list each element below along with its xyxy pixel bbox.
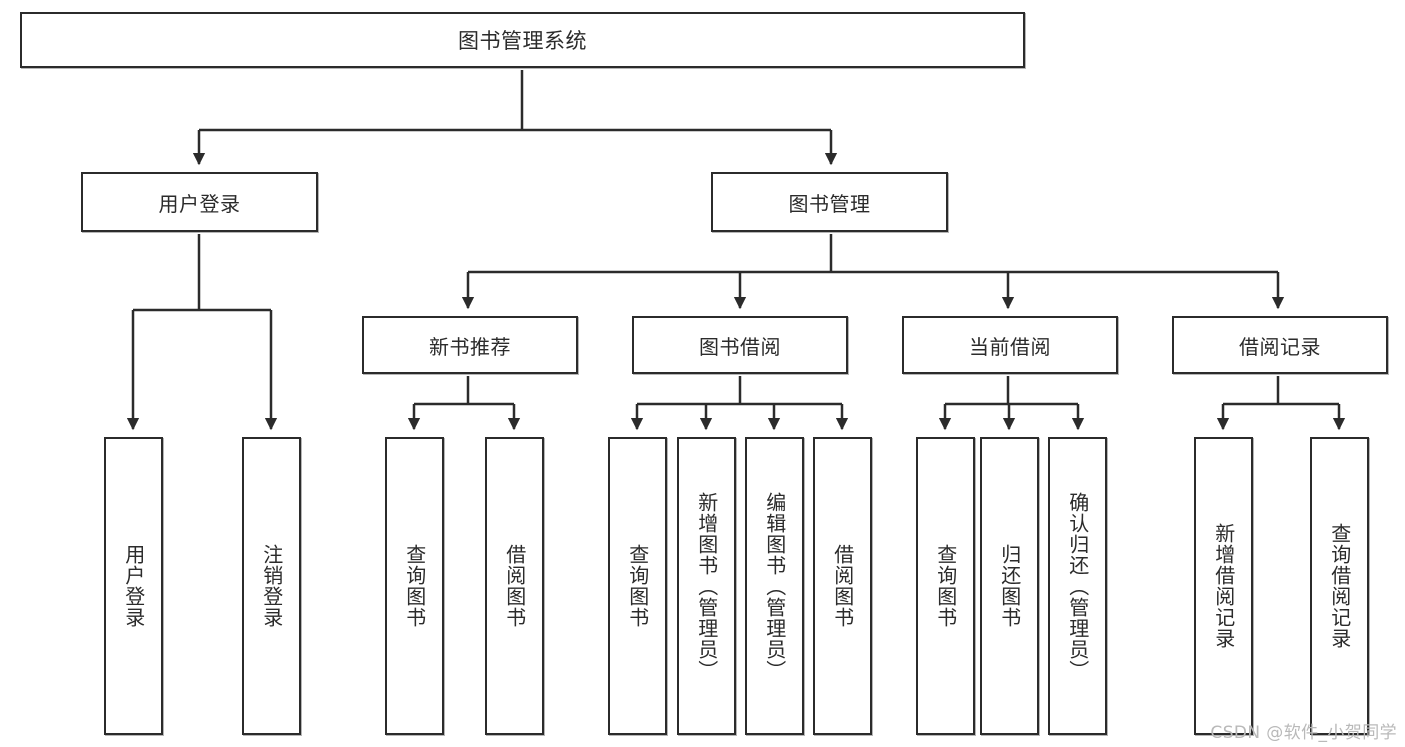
node-leaf-borrow-book-2-label: 借阅图书	[830, 544, 855, 628]
node-borrow-record[interactable]: 借阅记录	[1172, 316, 1388, 374]
node-current-borrow[interactable]: 当前借阅	[902, 316, 1118, 374]
node-leaf-add-book-label: 新增图书（管理员）	[694, 491, 719, 681]
node-leaf-return-book-label: 归还图书	[997, 544, 1022, 628]
node-leaf-return-book[interactable]: 归还图书	[980, 437, 1039, 735]
node-book-manage[interactable]: 图书管理	[711, 172, 948, 232]
node-new-book-recommend-label: 新书推荐	[429, 334, 511, 359]
node-book-borrow[interactable]: 图书借阅	[632, 316, 848, 374]
node-leaf-query-book-2[interactable]: 查询图书	[608, 437, 667, 735]
node-root[interactable]: 图书管理系统	[20, 12, 1025, 68]
node-root-label: 图书管理系统	[458, 29, 587, 53]
node-leaf-confirm-return-label: 确认归还（管理员）	[1065, 491, 1090, 681]
node-leaf-user-logout[interactable]: 注销登录	[242, 437, 301, 735]
node-leaf-borrow-book-1[interactable]: 借阅图书	[485, 437, 544, 735]
node-leaf-user-login[interactable]: 用户登录	[104, 437, 163, 735]
node-leaf-borrow-book-2[interactable]: 借阅图书	[813, 437, 872, 735]
node-leaf-user-login-label: 用户登录	[121, 544, 146, 628]
node-borrow-record-label: 借阅记录	[1239, 334, 1321, 359]
node-leaf-confirm-return[interactable]: 确认归还（管理员）	[1048, 437, 1107, 735]
csdn-watermark: CSDN @软件_小贺同学	[1210, 723, 1397, 743]
node-leaf-add-book[interactable]: 新增图书（管理员）	[677, 437, 736, 735]
node-leaf-query-book-1-label: 查询图书	[402, 544, 427, 628]
node-leaf-query-book-1[interactable]: 查询图书	[385, 437, 444, 735]
node-leaf-borrow-book-1-label: 借阅图书	[502, 544, 527, 628]
node-leaf-query-book-3-label: 查询图书	[933, 544, 958, 628]
node-leaf-edit-book-label: 编辑图书（管理员）	[762, 491, 787, 681]
node-leaf-query-book-3[interactable]: 查询图书	[916, 437, 975, 735]
node-new-book-recommend[interactable]: 新书推荐	[362, 316, 578, 374]
node-book-manage-label: 图书管理	[788, 191, 871, 216]
node-leaf-query-record-label: 查询借阅记录	[1327, 523, 1352, 649]
node-leaf-add-record-label: 新增借阅记录	[1211, 523, 1236, 649]
node-leaf-query-record[interactable]: 查询借阅记录	[1310, 437, 1369, 735]
node-leaf-edit-book[interactable]: 编辑图书（管理员）	[745, 437, 804, 735]
node-leaf-add-record[interactable]: 新增借阅记录	[1194, 437, 1253, 735]
node-current-borrow-label: 当前借阅	[969, 334, 1051, 359]
node-leaf-user-logout-label: 注销登录	[259, 544, 284, 628]
node-user-login[interactable]: 用户登录	[81, 172, 318, 232]
node-book-borrow-label: 图书借阅	[699, 334, 781, 359]
node-leaf-query-book-2-label: 查询图书	[625, 544, 650, 628]
node-user-login-label: 用户登录	[158, 191, 241, 216]
